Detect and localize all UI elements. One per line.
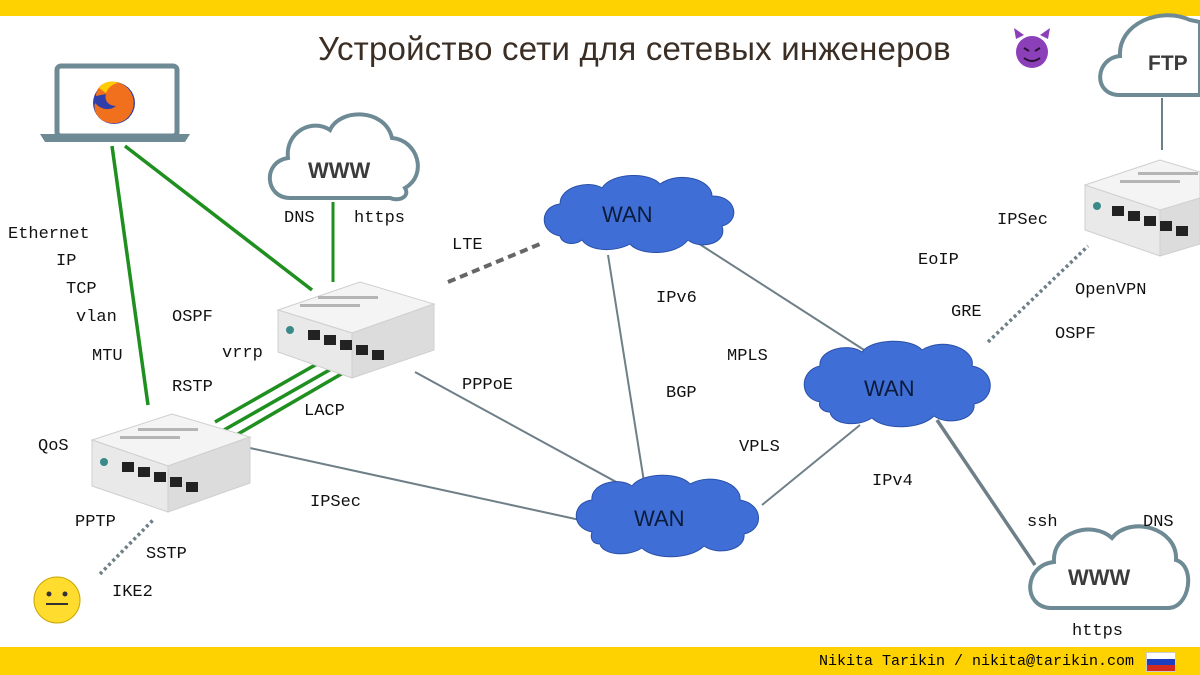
link-lte-dashed [447, 242, 541, 284]
smiley-icon [33, 576, 81, 624]
label-ethernet: Ethernet [8, 225, 90, 244]
label-ipsec-right: IPSec [997, 211, 1049, 230]
label-pptp: PPTP [75, 513, 116, 532]
label-pppoe: PPPoE [462, 376, 514, 395]
link-wan-mid-www [935, 419, 1037, 566]
devil-emoji-icon [1014, 28, 1050, 68]
router-icon [1083, 159, 1200, 257]
label-qos: QoS [38, 437, 69, 456]
bottom-band [0, 647, 1200, 675]
wan-mid-label: WAN [864, 376, 915, 401]
link-vpn-dotted [986, 244, 1090, 344]
label-openvpn: OpenVPN [1075, 281, 1147, 300]
page-title: Устройство сети для сетевых инженеров [318, 30, 951, 67]
label-gre: GRE [951, 303, 982, 322]
link-wan-bottom-wan-mid [761, 424, 861, 506]
footer-author: Nikita Tarikin / nikita@tarikin.com [818, 653, 1134, 670]
label-vlan: vlan [76, 308, 117, 327]
link-laptop-router [123, 144, 314, 292]
label-ipv4: IPv4 [872, 472, 913, 491]
link-router2-wan-bottom [249, 447, 581, 521]
label-rstp: RSTP [172, 378, 213, 397]
firefox-icon [93, 81, 135, 124]
label-mtu: MTU [92, 347, 123, 366]
label-ike2: IKE2 [112, 583, 153, 602]
top-band [0, 0, 1200, 16]
wan-mid-cloud [803, 340, 991, 428]
link-user-dotted [98, 517, 156, 576]
link-wan-top-wan-bottom [607, 254, 646, 489]
wan-bottom-label: WAN [634, 506, 685, 531]
label-tcp: TCP [66, 280, 97, 299]
www-bottom-label: WWW [1068, 565, 1131, 590]
label-https-top: https [354, 209, 406, 228]
wan-bottom-cloud [575, 474, 759, 558]
link-laptop-router2 [110, 145, 150, 406]
link-router-wan-bottom [414, 371, 641, 496]
ftp-cloud [1098, 13, 1200, 97]
ftp-label: FTP [1148, 52, 1188, 75]
www-top-label: WWW [308, 158, 371, 183]
label-ipv6: IPv6 [656, 289, 697, 308]
label-dns-top: DNS [284, 209, 315, 228]
label-ipsec-left: IPSec [310, 493, 362, 512]
label-lacp: LACP [304, 402, 345, 421]
www-top-cloud [267, 112, 420, 202]
label-lte: LTE [452, 236, 483, 255]
label-dns-bottom: DNS [1143, 513, 1174, 532]
label-ospf-left: OSPF [172, 308, 213, 327]
label-vrrp: vrrp [222, 344, 263, 363]
label-ip: IP [56, 252, 77, 271]
label-bgp: BGP [666, 384, 697, 403]
router-icon [90, 413, 252, 513]
label-mpls: MPLS [727, 347, 768, 366]
label-eoip: EoIP [918, 251, 959, 270]
label-ssh: ssh [1027, 513, 1058, 532]
label-sstp: SSTP [146, 545, 187, 564]
link-lacp-2 [223, 358, 348, 432]
label-vpls: VPLS [739, 438, 780, 457]
wan-top-cloud [543, 174, 735, 254]
www-bottom-cloud [1028, 524, 1191, 610]
label-https-bottom: https [1072, 622, 1124, 641]
wan-top-label: WAN [602, 202, 653, 227]
link-wan-top-wan-mid [689, 237, 876, 358]
russia-flag-icon [1146, 652, 1176, 672]
label-ospf-right: OSPF [1055, 325, 1096, 344]
router-icon [276, 281, 436, 379]
